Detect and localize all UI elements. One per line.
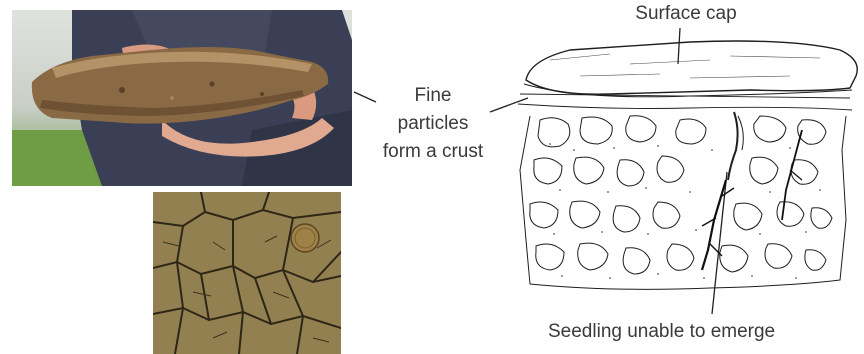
soil-cross-section-drawing: [490, 20, 864, 332]
leader-line-photo: [354, 92, 376, 102]
